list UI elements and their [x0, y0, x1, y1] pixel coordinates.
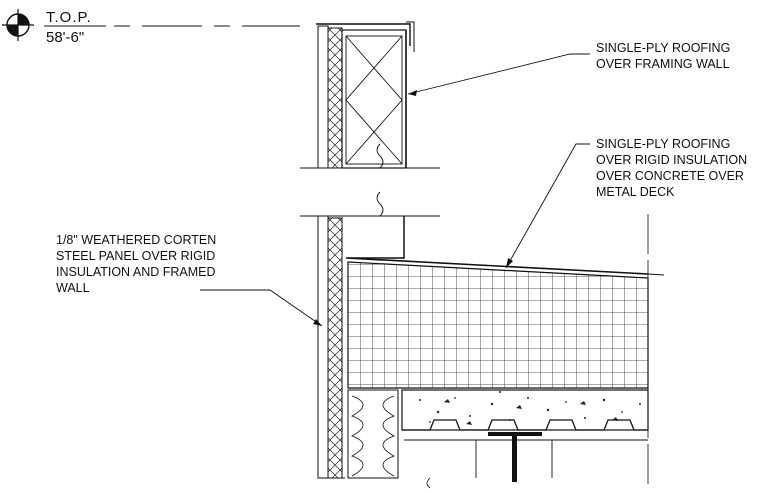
callout-line: STEEL PANEL OVER RIGID — [56, 249, 215, 263]
callout-line: METAL DECK — [596, 185, 675, 199]
steel-beam — [404, 432, 648, 482]
callout-line: OVER CONCRETE OVER — [596, 169, 744, 183]
lower-wall — [300, 191, 440, 479]
callout-roof-deck: SINGLE-PLY ROOFING OVER RIGID INSULATION… — [596, 137, 747, 199]
callout-wall-panel: 1/8" WEATHERED CORTEN STEEL PANEL OVER R… — [56, 233, 216, 295]
callout-line: INSULATION AND FRAMED — [56, 265, 216, 279]
batt-insulation — [347, 389, 399, 479]
callout-line: OVER RIGID INSULATION — [596, 153, 747, 167]
parapet-wall — [300, 21, 440, 169]
roof-membrane-upturn — [348, 216, 405, 259]
rigid-insulation — [345, 257, 665, 389]
concrete-deck — [401, 389, 649, 431]
level-elevation: 58'-6" — [46, 29, 84, 46]
level-name: T.O.P. — [46, 9, 92, 26]
callout-line: OVER FRAMING WALL — [596, 57, 730, 71]
callout-line: WALL — [56, 281, 90, 295]
level-marker: T.O.P. 58'-6" — [2, 9, 300, 46]
callout-line: SINGLE-PLY ROOFING — [596, 137, 730, 151]
callout-line: SINGLE-PLY ROOFING — [596, 41, 730, 55]
callout-line: 1/8" WEATHERED CORTEN — [56, 233, 216, 247]
callout-roof-framing: SINGLE-PLY ROOFING OVER FRAMING WALL — [596, 41, 730, 71]
leaders — [200, 53, 590, 327]
